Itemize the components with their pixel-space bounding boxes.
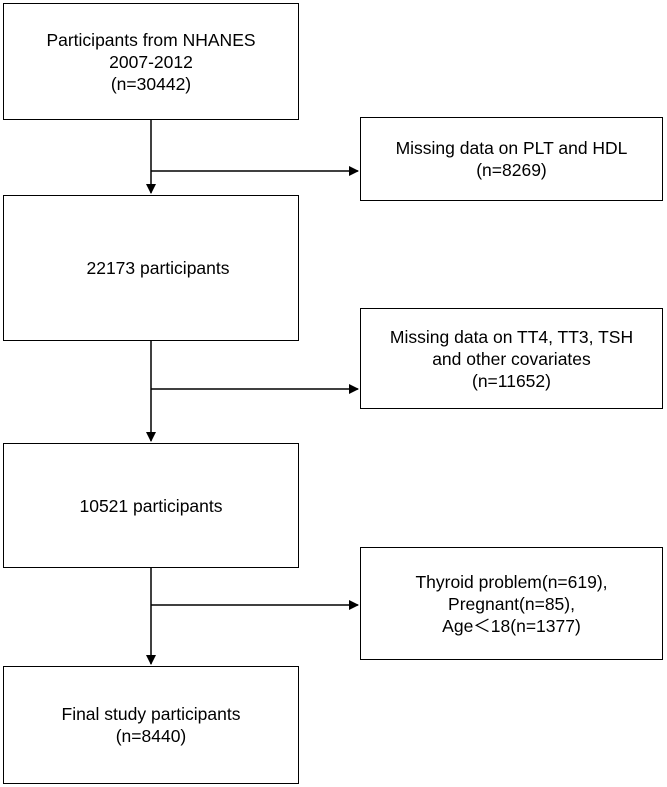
step-box-second: 22173 participants (3, 195, 299, 341)
step-1-line-2: 2007-2012 (109, 51, 193, 72)
exclusion-1-line-1: Missing data on PLT and HDL (395, 138, 628, 158)
exclusion-box-1: Missing data on PLT and HDL (n=8269) (360, 117, 663, 201)
exclusion-3-line-2: Pregnant(n=85), (448, 593, 575, 614)
exclusion-3-line-1: Thyroid problem(n=619), (415, 571, 608, 592)
step-3-line-1: 10521 participants (79, 495, 223, 516)
exclusion-3-line-3: Age＜18(n=1377) (442, 615, 581, 636)
exclusion-2-line-2: and other covariates (432, 348, 591, 369)
step-box-final: Final study participants (n=8440) (3, 666, 299, 784)
exclusion-2-line-1: Missing data on TT4, TT3, TSH (389, 326, 634, 347)
step-4-line-2: (n=8440) (115, 726, 187, 746)
step-4-line-1: Final study participants (61, 704, 241, 724)
step-2-line-1: 22173 participants (86, 258, 230, 278)
exclusion-box-2: Missing data on TT4, TT3, TSH and other … (360, 308, 663, 409)
exclusion-2-line-3: (n=11652) (472, 370, 551, 391)
step-1-line-3: (n=30442) (110, 73, 192, 94)
exclusion-box-3: Thyroid problem(n=619), Pregnant(n=85), … (360, 547, 663, 660)
step-1-line-1: Participants from NHANES (46, 29, 256, 50)
exclusion-1-line-2: (n=8269) (476, 160, 547, 180)
step-box-initial-participants: Participants from NHANES 2007-2012 (n=30… (3, 3, 299, 120)
step-box-third: 10521 participants (3, 443, 299, 568)
